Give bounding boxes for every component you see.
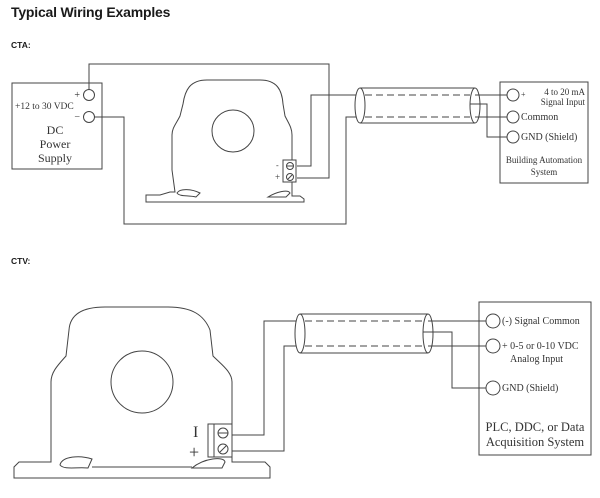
wire-shield-gnd	[470, 103, 508, 138]
cta-terminal-block	[282, 159, 297, 183]
ctv-sensor-foot-left	[59, 456, 93, 469]
plc-analog-label-1: + 0-5 or 0-10 VDC	[502, 341, 579, 352]
ctv-sensor-aperture	[110, 350, 174, 414]
power-voltage-label: +12 to 30 VDC	[15, 102, 74, 112]
power-supply-name-3: Supply	[38, 151, 72, 165]
cta-terminal-plus-label: +	[275, 172, 280, 182]
bas-gnd-terminal	[506, 130, 520, 144]
power-plus-terminal	[83, 89, 95, 101]
ctv-terminal-minus-label: I	[193, 424, 198, 441]
ctv-diagram: I + (-) Signal Common + 0-5 or 0-10 VDC …	[13, 301, 592, 479]
bas-gnd-label: GND (Shield)	[521, 132, 577, 143]
page-title: Typical Wiring Examples	[11, 4, 171, 20]
ctv-sensor-foot-right	[190, 458, 226, 469]
cta-shielded-cable	[354, 87, 481, 124]
plc-box	[478, 301, 592, 456]
bas-box	[499, 81, 589, 184]
cta-sensor-foot-right	[266, 190, 291, 198]
cta-terminal-minus-label: -	[276, 161, 279, 170]
bas-signal-label-1: 4 to 20 mA	[544, 87, 585, 97]
power-supply-name-2: Power	[40, 137, 71, 151]
bas-plus-label: +	[521, 90, 526, 99]
wire-power-plus	[88, 63, 330, 179]
cta-sensor-aperture	[211, 109, 255, 153]
dc-power-supply-box	[11, 82, 103, 170]
power-supply-name-1: DC	[47, 123, 64, 137]
bas-plus-terminal	[506, 88, 520, 102]
wire-ctv-minus	[232, 320, 300, 436]
power-plus-label: +	[74, 90, 80, 101]
power-minus-terminal	[83, 111, 95, 123]
ctv-section-label: CTV:	[11, 256, 31, 266]
bas-name-1: Building Automation	[506, 155, 583, 165]
ctv-sensor-body	[13, 306, 271, 479]
plc-analog-label-2: Analog Input	[510, 354, 563, 365]
bas-name-2: System	[531, 167, 558, 177]
power-minus-label: −	[74, 112, 80, 123]
plc-name-2: Acquisition System	[486, 435, 585, 449]
cta-terminal-plus-screw	[286, 173, 294, 181]
wire-ctv-shield-gnd	[423, 331, 488, 389]
cta-terminal-minus-screw	[286, 162, 294, 170]
plc-signal-common-label: (-) Signal Common	[502, 316, 580, 327]
wire-ctv-plus	[232, 345, 300, 452]
plc-gnd-label: GND (Shield)	[502, 383, 558, 394]
wire-power-minus	[94, 116, 360, 225]
ctv-shielded-cable	[294, 313, 434, 354]
cta-sensor-foot-left	[176, 189, 201, 198]
bas-common-terminal	[506, 110, 520, 124]
ctv-terminal-plus-label: +	[189, 442, 199, 462]
bas-signal-label-2: Signal Input	[541, 97, 586, 107]
plc-analog-terminal	[485, 338, 501, 354]
cta-section-label: CTA:	[11, 40, 31, 50]
bas-common-label: Common	[521, 112, 558, 123]
plc-signal-common-terminal	[485, 313, 501, 329]
plc-gnd-terminal	[485, 380, 501, 396]
wire-sensor-signal	[297, 94, 360, 167]
cta-sensor-body	[145, 79, 305, 203]
ctv-terminal-plus-screw	[217, 443, 229, 455]
plc-name-1: PLC, DDC, or Data	[486, 420, 585, 434]
cta-diagram: + − +12 to 30 VDC DC Power Supply - +	[11, 63, 589, 225]
